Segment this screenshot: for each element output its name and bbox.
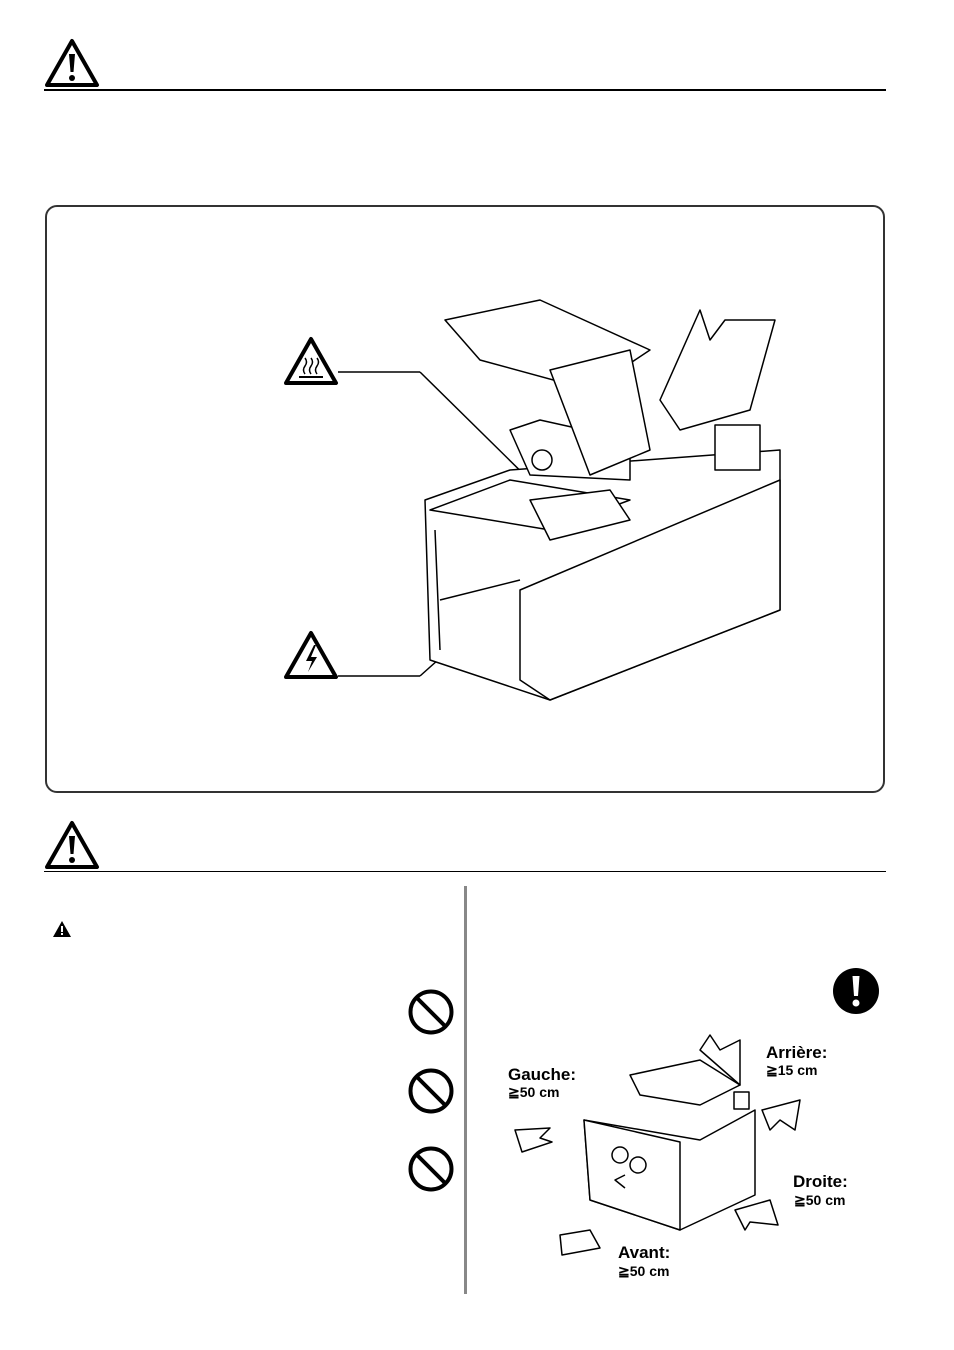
warning-triangle-icon bbox=[45, 821, 99, 869]
printer-diagram-frame bbox=[45, 205, 885, 793]
column-divider bbox=[464, 886, 467, 1294]
hot-surface-icon bbox=[284, 337, 338, 385]
mandatory-icon bbox=[833, 968, 879, 1014]
printer-open-illustration bbox=[338, 299, 781, 701]
clearance-left-label: Gauche: bbox=[508, 1065, 577, 1084]
clearance-left-value: ≧50 cm bbox=[508, 1084, 560, 1100]
section-rule bbox=[44, 871, 886, 872]
clearance-right-value: ≧50 cm bbox=[794, 1192, 846, 1208]
high-voltage-icon bbox=[284, 631, 338, 679]
clearance-right-label: Droite: bbox=[793, 1172, 848, 1191]
prohibited-icon bbox=[408, 1146, 454, 1192]
warning-triangle-icon bbox=[45, 39, 99, 87]
clearance-front-label: Avant: bbox=[618, 1243, 671, 1262]
clearance-rear-value: ≧15 cm bbox=[766, 1062, 818, 1078]
clearance-rear-label: Arrière: bbox=[766, 1043, 828, 1062]
prohibited-icon bbox=[408, 1068, 454, 1114]
small-warning-icon bbox=[53, 921, 71, 937]
printer-clearance-illustration bbox=[514, 1034, 801, 1256]
header-rule bbox=[44, 89, 886, 91]
clearance-front-value: ≧50 cm bbox=[618, 1263, 670, 1279]
prohibited-icon bbox=[408, 989, 454, 1035]
